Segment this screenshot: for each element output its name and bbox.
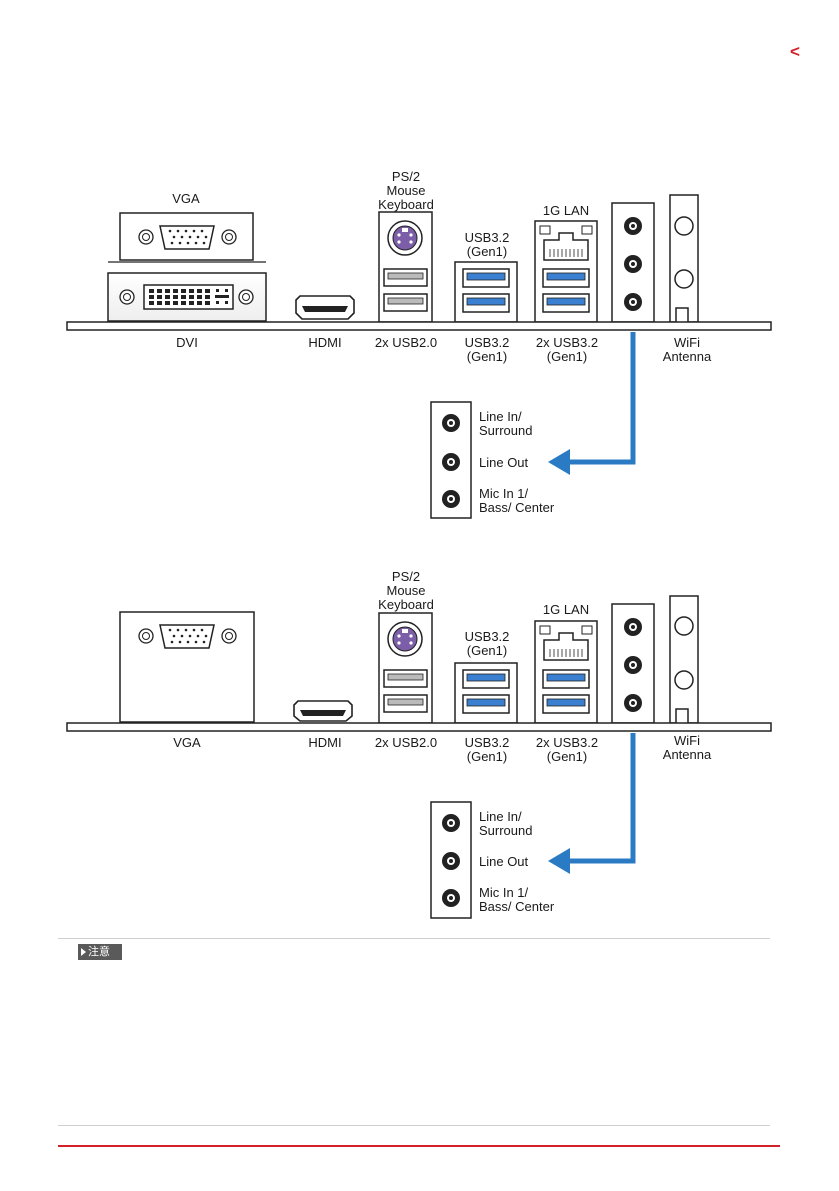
audio-jacks-2: [611, 603, 655, 724]
wifi-antenna-1: [669, 194, 699, 323]
usb32-pair-2: [454, 662, 518, 724]
audio-detail-2: [430, 801, 472, 919]
ps2-usb20-stack-1: [378, 211, 433, 323]
label-line-in-2: Line In/ Surround: [479, 809, 533, 838]
note-tag: 注意: [78, 944, 122, 960]
label-usb32-2x-1: 2x USB3.2 (Gen1): [535, 335, 599, 364]
audio-detail-1: [430, 401, 472, 519]
label-hdmi-2: HDMI: [308, 735, 342, 750]
label-usb20-1: 2x USB2.0: [374, 335, 438, 350]
vga-port-2: [119, 611, 255, 723]
label-line-in-1: Line In/ Surround: [479, 409, 533, 438]
usb32-pair-1: [454, 261, 518, 323]
hdmi-port-2: [293, 700, 353, 722]
label-lan-1: 1G LAN: [542, 203, 590, 218]
label-dvi: DVI: [176, 335, 198, 350]
io-baseplate-1: [66, 321, 772, 331]
label-usb32-2: USB3.2 (Gen1): [464, 735, 510, 764]
label-ps2-1: PS/2 Mouse Keyboard: [378, 169, 434, 212]
footer-accent-line: [58, 1145, 780, 1147]
label-wifi-1: WiFi Antenna: [662, 335, 712, 364]
audio-arrow-2: [548, 733, 636, 874]
footer-divider: [58, 1125, 770, 1126]
label-vga-2: VGA: [173, 735, 201, 750]
label-usb32-top-1: USB3.2 (Gen1): [464, 230, 510, 259]
lan-usb32-stack-1: [534, 220, 598, 323]
label-wifi-2: WiFi Antenna: [662, 733, 712, 762]
note-label: 注意: [88, 946, 110, 958]
vga-port-1: [119, 212, 254, 261]
hdmi-port-1: [295, 295, 355, 320]
label-hdmi-1: HDMI: [308, 335, 342, 350]
label-line-out-1: Line Out: [479, 455, 529, 470]
diagram-1: [66, 194, 772, 519]
note-divider: [58, 938, 770, 939]
label-usb20-2: 2x USB2.0: [374, 735, 438, 750]
label-lan-2: 1G LAN: [542, 602, 590, 617]
label-usb32-2x-2: 2x USB3.2 (Gen1): [535, 735, 599, 764]
label-usb32-top-2: USB3.2 (Gen1): [464, 629, 510, 658]
lan-usb32-stack-2: [534, 620, 598, 724]
label-mic-in-1: Mic In 1/ Bass/ Center: [479, 486, 555, 515]
io-baseplate-2: [66, 722, 772, 732]
ps2-usb20-stack-2: [378, 612, 433, 724]
diagram-2: [66, 595, 772, 919]
label-vga-1: VGA: [172, 191, 200, 206]
label-line-out-2: Line Out: [479, 854, 529, 869]
audio-arrow-1: [548, 332, 636, 475]
dvi-port: [107, 261, 267, 322]
audio-jacks-1: [611, 202, 655, 323]
label-ps2-2: PS/2 Mouse Keyboard: [378, 569, 434, 612]
wifi-antenna-2: [669, 595, 699, 724]
label-mic-in-2: Mic In 1/ Bass/ Center: [479, 885, 555, 914]
label-usb32-1: USB3.2 (Gen1): [464, 335, 510, 364]
page-marker: <: [790, 42, 800, 61]
note-arrow-icon: [81, 948, 86, 956]
